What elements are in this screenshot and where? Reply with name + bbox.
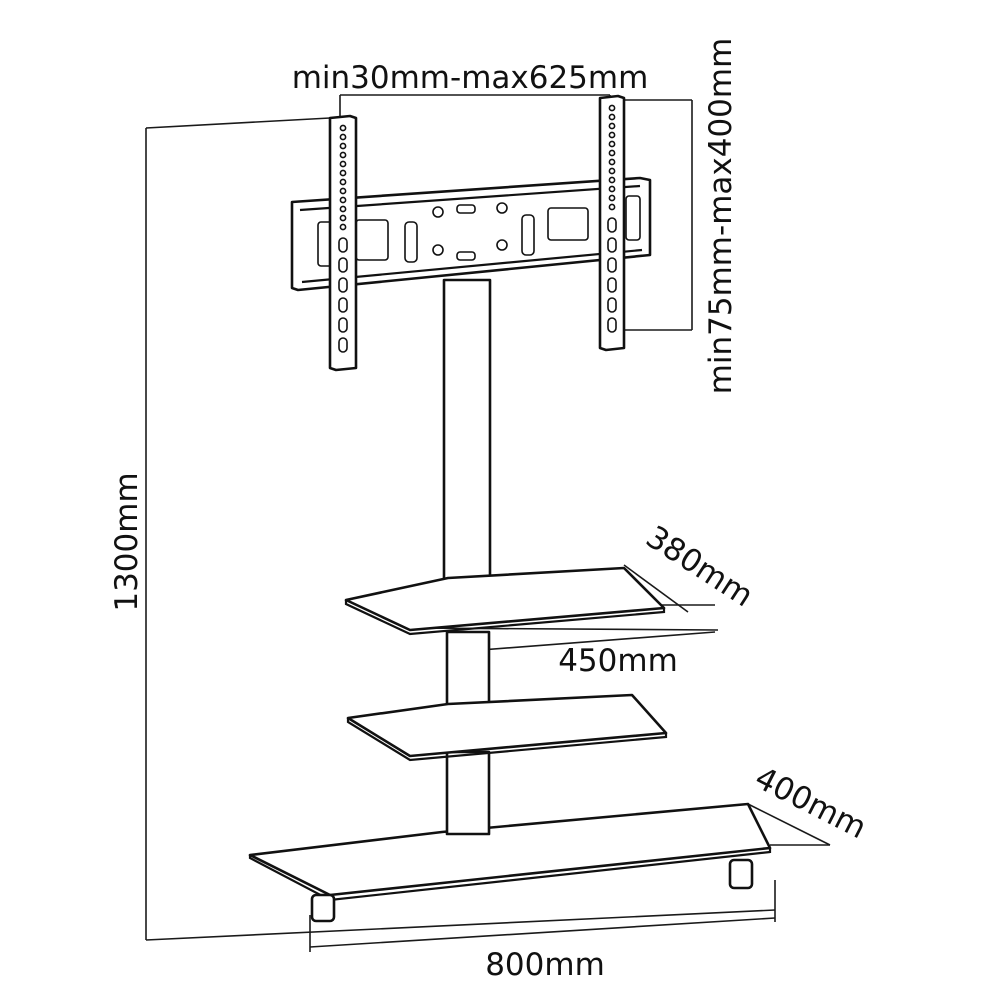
plate-slot — [625, 195, 641, 241]
mount-plate — [290, 176, 652, 292]
middle-shelf — [346, 693, 668, 762]
plate-slot — [547, 207, 589, 241]
front-foot — [310, 893, 336, 923]
column-upper — [442, 278, 492, 587]
plate-slot — [404, 221, 418, 263]
base-width-line — [309, 917, 776, 948]
horizontal-plate — [290, 176, 652, 292]
height-range-label: min75mm-max400mm — [703, 38, 739, 395]
width-range-label: min30mm-max625mm — [292, 60, 649, 96]
column — [442, 278, 492, 836]
plate-slot — [456, 251, 476, 261]
base-plate-thickness — [248, 850, 771, 902]
shelf-width-line — [454, 631, 716, 653]
shelf-width-label: 450mm — [558, 643, 678, 679]
base-depth-label: 400mm — [749, 760, 872, 846]
column-middle — [445, 630, 491, 712]
shelf-depth-line — [623, 564, 689, 613]
screw-icon — [432, 244, 444, 256]
right-bracket-arm — [598, 94, 626, 352]
middle-shelf-plate — [346, 693, 668, 758]
shelf-width-extension — [409, 627, 719, 631]
left-bracket-arm — [328, 114, 358, 372]
total-height-label: 1300mm — [109, 472, 145, 611]
height-top-extension — [145, 117, 331, 129]
screw-icon — [432, 206, 444, 218]
plate-slot — [521, 214, 535, 256]
column-lower — [445, 750, 491, 836]
plate-slot — [456, 204, 476, 214]
back-foot — [728, 858, 754, 890]
height-bottom-extension — [145, 909, 776, 941]
plate-slot — [355, 219, 389, 261]
dimension-lines — [145, 94, 831, 952]
upper-shelf — [344, 566, 666, 636]
screw-icon — [496, 202, 508, 214]
upper-shelf-thickness — [344, 600, 666, 636]
base-plate — [248, 802, 772, 897]
right-arm-holes — [607, 104, 617, 333]
base-shelf — [248, 802, 772, 923]
base-width-label: 800mm — [485, 947, 605, 983]
middle-shelf-thickness — [346, 718, 668, 762]
upper-shelf-plate — [344, 566, 666, 632]
screw-icon — [496, 239, 508, 251]
left-arm-holes — [338, 124, 348, 353]
base-depth-line — [747, 803, 831, 846]
